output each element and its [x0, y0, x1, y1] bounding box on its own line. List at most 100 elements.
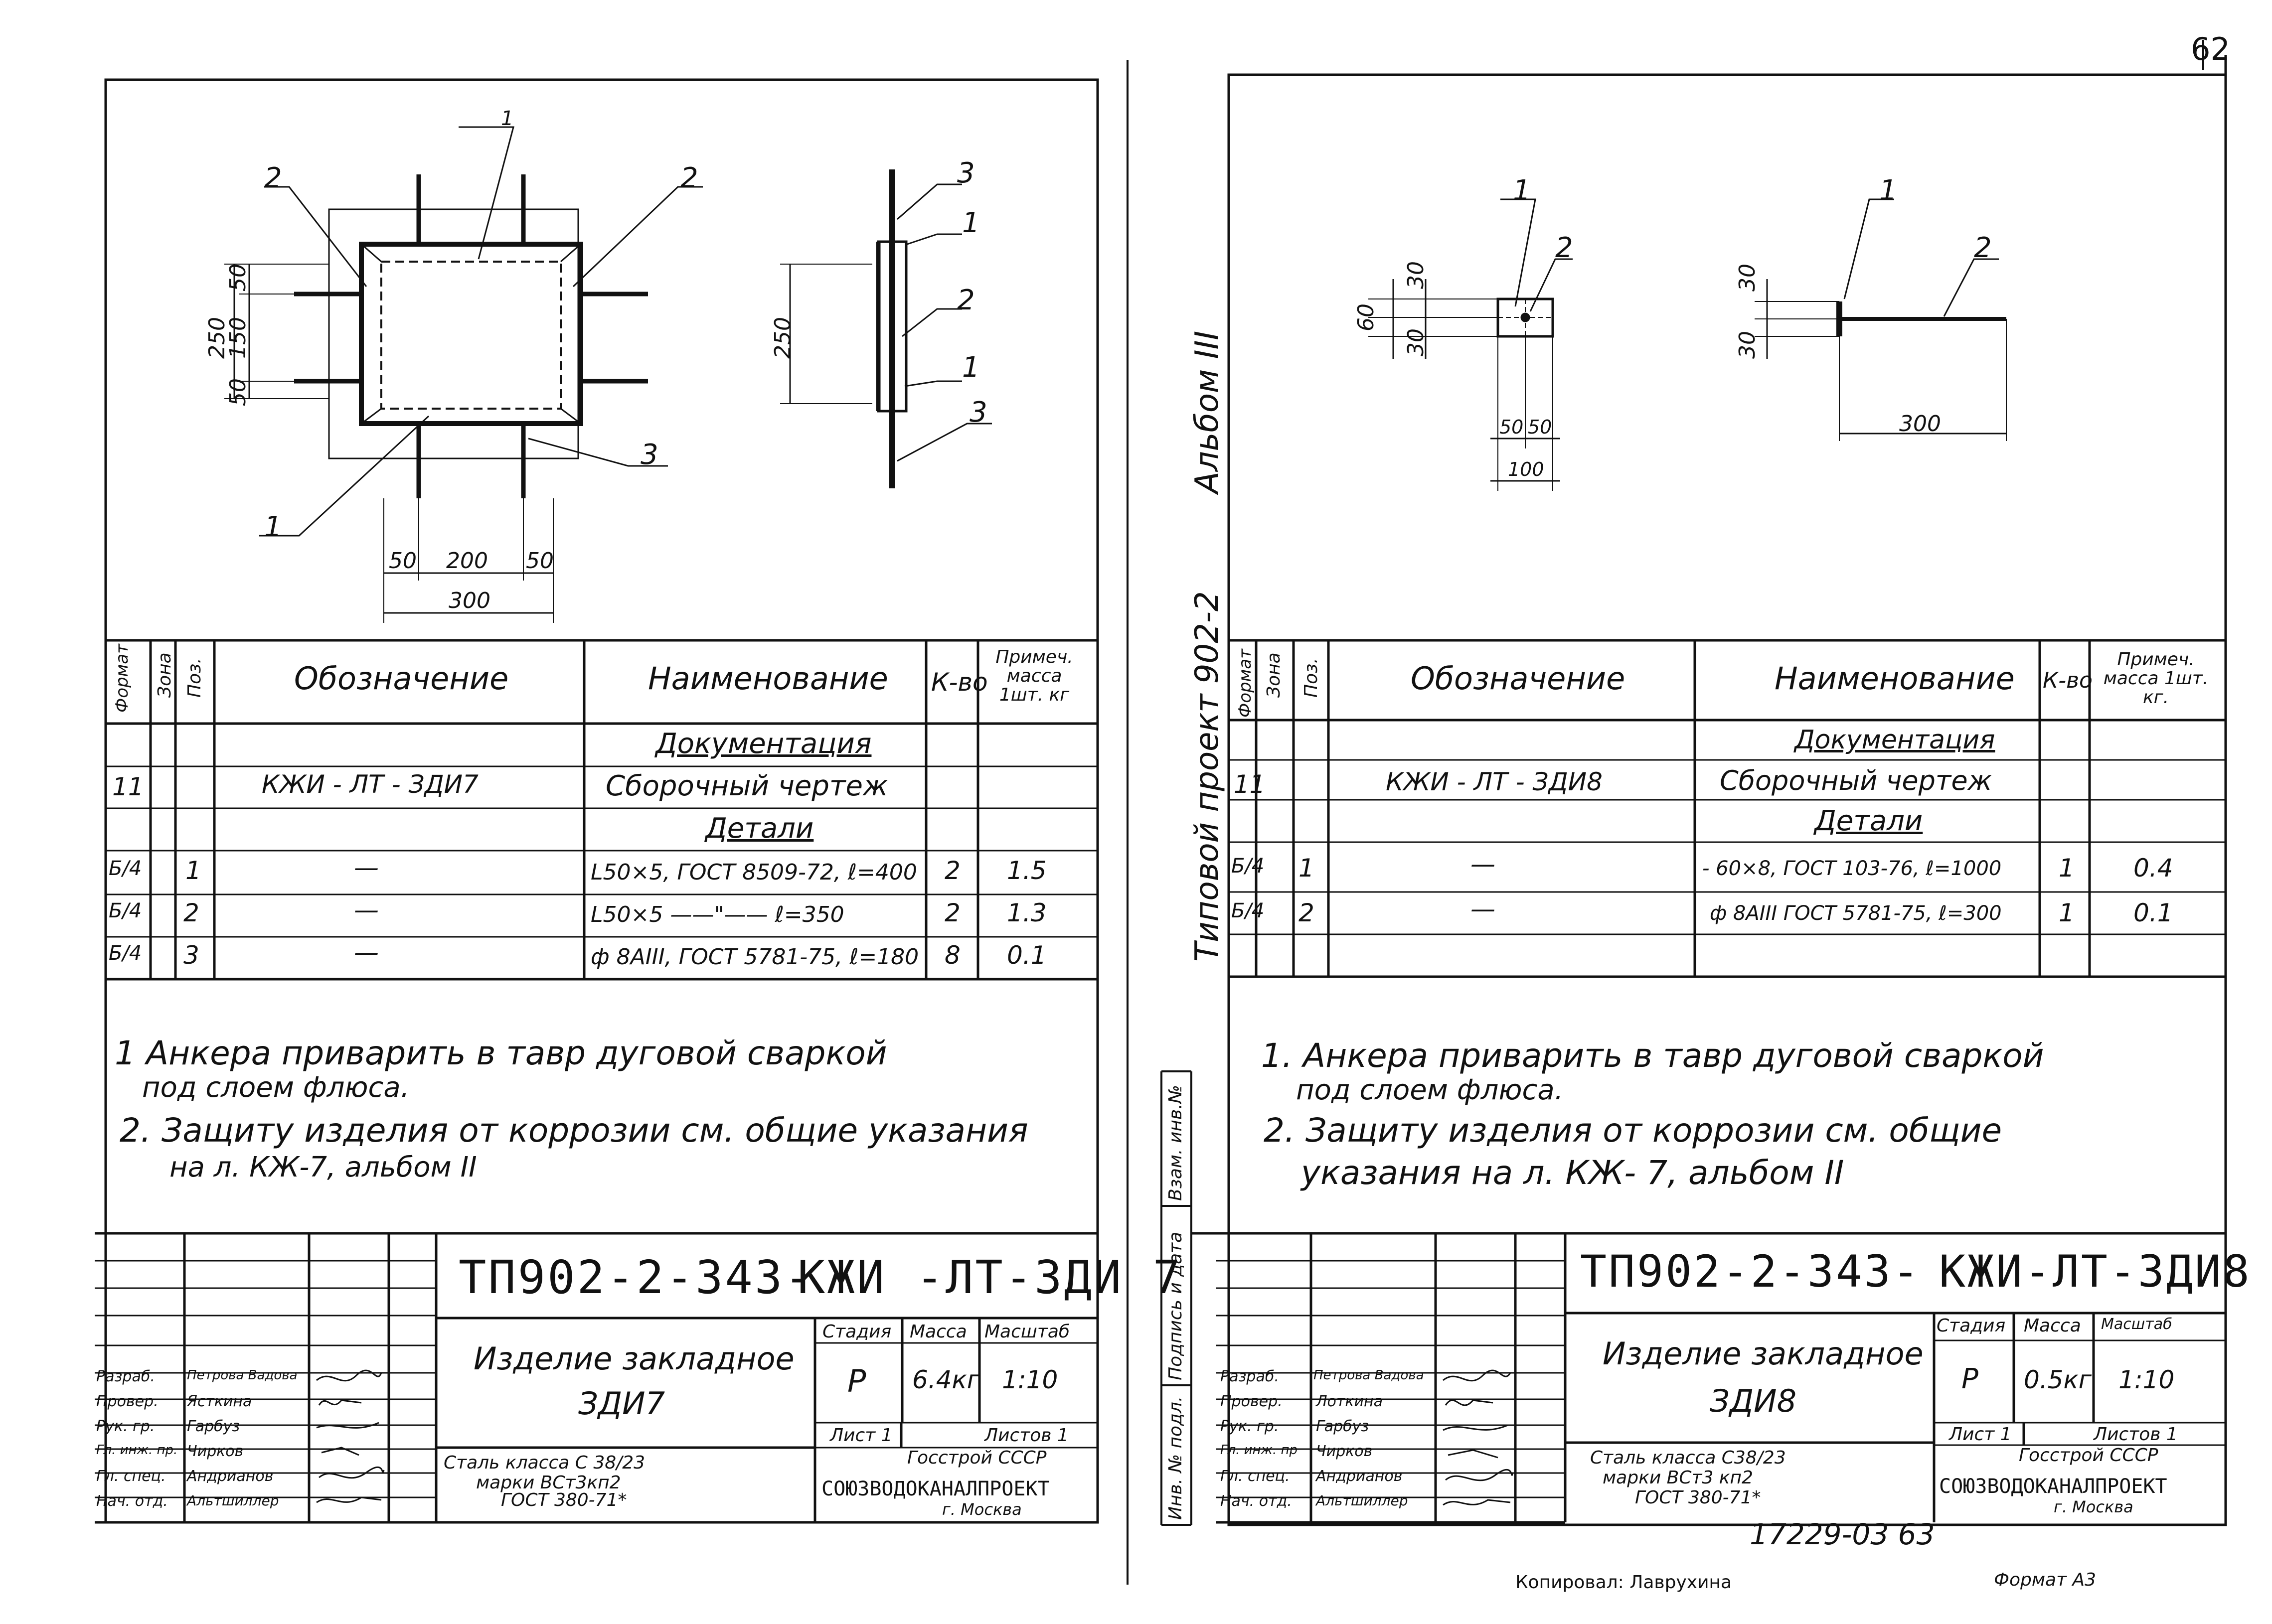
role-label: Рук. гр.: [1220, 1418, 1279, 1435]
row-pos: 1: [1298, 854, 1314, 883]
doc-row-designation: КЖИ - ЛТ - ЗДИ7: [262, 770, 479, 799]
col-header-note: Примеч. масса 1шт. кг.: [2103, 649, 2209, 708]
item-subtitle: ЗДИ8: [1710, 1383, 1797, 1419]
doc-code: ТП902-2-343-: [1580, 1246, 1921, 1297]
row-qty: 2: [945, 856, 961, 885]
doc-code-suffix: КЖИ-ЛТ-ЗДИ8: [1939, 1246, 2252, 1297]
row-qty: 1: [2059, 854, 2075, 883]
role-label: Рук. гр.: [96, 1418, 155, 1435]
row-name: L50×5 ——"—— ℓ=350: [591, 902, 844, 927]
row-qty: 2: [945, 898, 961, 927]
doc-row-designation: КЖИ - ЛТ - ЗДИ8: [1386, 767, 1603, 796]
dimension-label: 200: [446, 548, 488, 574]
dimension-label: 150: [225, 317, 251, 359]
dimension-label: 250: [770, 317, 796, 359]
dimension-label: 30: [1735, 264, 1760, 292]
row-name: - 60×8, ГОСТ 103-76, ℓ=1000: [1702, 857, 2002, 880]
row-designation: —: [354, 895, 379, 924]
left-plan-view: [224, 127, 703, 623]
dimension-label: 30: [1735, 331, 1760, 359]
col-header-qty: К-во: [931, 668, 988, 697]
callout-label: 1: [962, 207, 980, 239]
row-format: Б/4: [1231, 855, 1265, 878]
note-line: 2. Защиту изделия от коррозии см. общие …: [120, 1111, 1028, 1150]
col-header-pos: Поз.: [184, 658, 205, 698]
person-name: Гарбуз: [1316, 1418, 1369, 1435]
person-name: Андрианов: [187, 1468, 274, 1485]
role-label: Гл. инж. пр: [1220, 1443, 1298, 1458]
person-name: Чирков: [1316, 1443, 1373, 1460]
role-label: Гл. спец.: [1220, 1468, 1290, 1485]
person-name: Альтшиллер: [1316, 1492, 1408, 1509]
col-header-note: Примеч. масса 1шт. кг: [995, 647, 1073, 705]
person-name: Петрова Вадова: [187, 1368, 298, 1383]
dimension-label: 50: [225, 378, 251, 406]
person-name: Ясткина: [187, 1393, 252, 1410]
role-label: Нач. отд.: [96, 1492, 168, 1510]
dimension-label: 50: [1499, 416, 1524, 438]
org-line: г. Москва: [2054, 1497, 2133, 1516]
section-documentation: Документация: [655, 728, 872, 760]
scale-value: 1:10: [2118, 1365, 2175, 1394]
col-header-designation: Обозначение: [294, 660, 509, 697]
row-mass: 0.4: [2133, 854, 2173, 883]
role-label: Гл. спец.: [96, 1468, 166, 1485]
left-section-view: [780, 169, 992, 488]
item-title: Изделие закладное: [1603, 1335, 1924, 1372]
row-mass: 1.3: [1007, 898, 1047, 927]
page-number: 62: [2191, 31, 2230, 67]
person-name: Гарбуз: [187, 1418, 240, 1435]
org-line: СОЮЗВОДОКАНАЛПРОЕКТ: [1939, 1475, 2167, 1498]
section-details: Детали: [705, 812, 814, 845]
row-qty: 8: [945, 941, 961, 970]
col-header-zone: Зона: [155, 652, 175, 698]
col-header-designation: Обозначение: [1411, 660, 1625, 697]
row-mass: 0.1: [2133, 898, 2173, 927]
role-label: Нач. отд.: [1220, 1492, 1292, 1510]
project-label: Типовой проект 902-2: [1189, 591, 1226, 962]
row-name: ф 8АIII ГОСТ 5781-75, ℓ=300: [1710, 902, 2002, 925]
row-pos: 1: [185, 856, 201, 885]
role-label: Разраб.: [1220, 1368, 1279, 1385]
role-label: Провер.: [1220, 1393, 1283, 1410]
note-line: 1. Анкера приварить в тавр дуговой сварк…: [1261, 1036, 2044, 1075]
person-name: Альтшиллер: [187, 1492, 279, 1509]
dimension-label: 50: [389, 548, 417, 574]
mass-value: 0.5кг: [2024, 1365, 2092, 1394]
stage-header: Стадия: [1937, 1316, 2006, 1336]
row-mass: 1.5: [1007, 856, 1047, 885]
col-header-qty: К-во: [2043, 668, 2093, 693]
col-header-format: Формат: [112, 644, 132, 713]
callout-label: 1: [962, 351, 980, 384]
doc-number: 17229-03 63: [1750, 1517, 1935, 1551]
row-designation: —: [354, 938, 379, 967]
dimension-label: 30: [1403, 328, 1429, 356]
callout-label: 2: [264, 162, 282, 194]
sheets-label: Листов 1: [2094, 1424, 2178, 1445]
callout-label: 2: [680, 162, 698, 194]
org-line: Госстрой СССР: [2019, 1445, 2158, 1466]
stage-value: Р: [847, 1363, 866, 1399]
note-line: под слоем флюса.: [142, 1071, 410, 1104]
person-name: Петрова Вадова: [1313, 1368, 1424, 1383]
row-name: ф 8АIII, ГОСТ 5781-75, ℓ=180: [591, 944, 919, 970]
material-line: марки ВСт3 кп2: [1603, 1468, 1753, 1488]
inv-replace-label: Взам. инв.№: [1165, 1085, 1186, 1201]
person-name: Лоткина: [1316, 1393, 1383, 1410]
note-line: 1 Анкера приварить в тавр дуговой сварко…: [115, 1034, 887, 1072]
row-format: Б/4: [109, 942, 142, 965]
doc-code: ТП902-2-343-: [459, 1251, 814, 1304]
row-designation: —: [1470, 850, 1495, 879]
material-line: ГОСТ 380-71*: [501, 1490, 627, 1510]
col-header-name: Наименование: [1775, 660, 2015, 697]
dimension-label: 100: [1508, 458, 1544, 480]
row-format: Б/4: [1231, 899, 1265, 922]
stage-value: Р: [1961, 1363, 1978, 1395]
org-line: г. Москва: [942, 1500, 1022, 1519]
col-header-pos: Поз.: [1301, 658, 1321, 698]
callout-label: 2: [1555, 232, 1573, 264]
callout-label: 2: [1974, 232, 1992, 264]
doc-row-format: 11: [112, 772, 144, 801]
row-designation: —: [354, 853, 379, 882]
